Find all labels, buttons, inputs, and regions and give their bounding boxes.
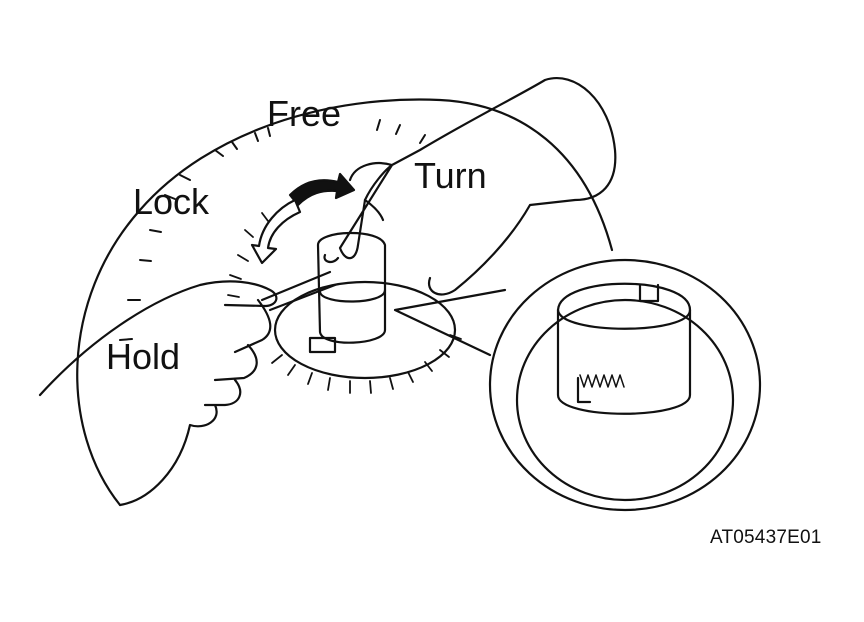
free-label: Free [267,93,342,134]
lock-label: Lock [133,181,210,222]
turn-label: Turn [414,155,487,196]
left-hand [38,280,278,507]
figure-code: AT05437E01 [710,527,822,548]
tool-sleeve [316,231,387,344]
hub-ring [273,280,457,380]
converter-outer-rim [76,98,614,507]
right-hand [338,77,617,296]
detail-inner-rim [515,298,735,502]
detail-circle [488,258,762,512]
lock-arrow [250,198,302,265]
hub-teeth [227,212,462,394]
hold-label: Hold [106,336,181,377]
detail-sleeve [556,282,692,415]
detail-splines [579,374,625,388]
hold-tool-bar [260,270,337,312]
free-arrow [288,172,356,207]
tool-tab [308,336,337,354]
rim-marks [119,119,426,341]
detail-callout [393,288,507,357]
